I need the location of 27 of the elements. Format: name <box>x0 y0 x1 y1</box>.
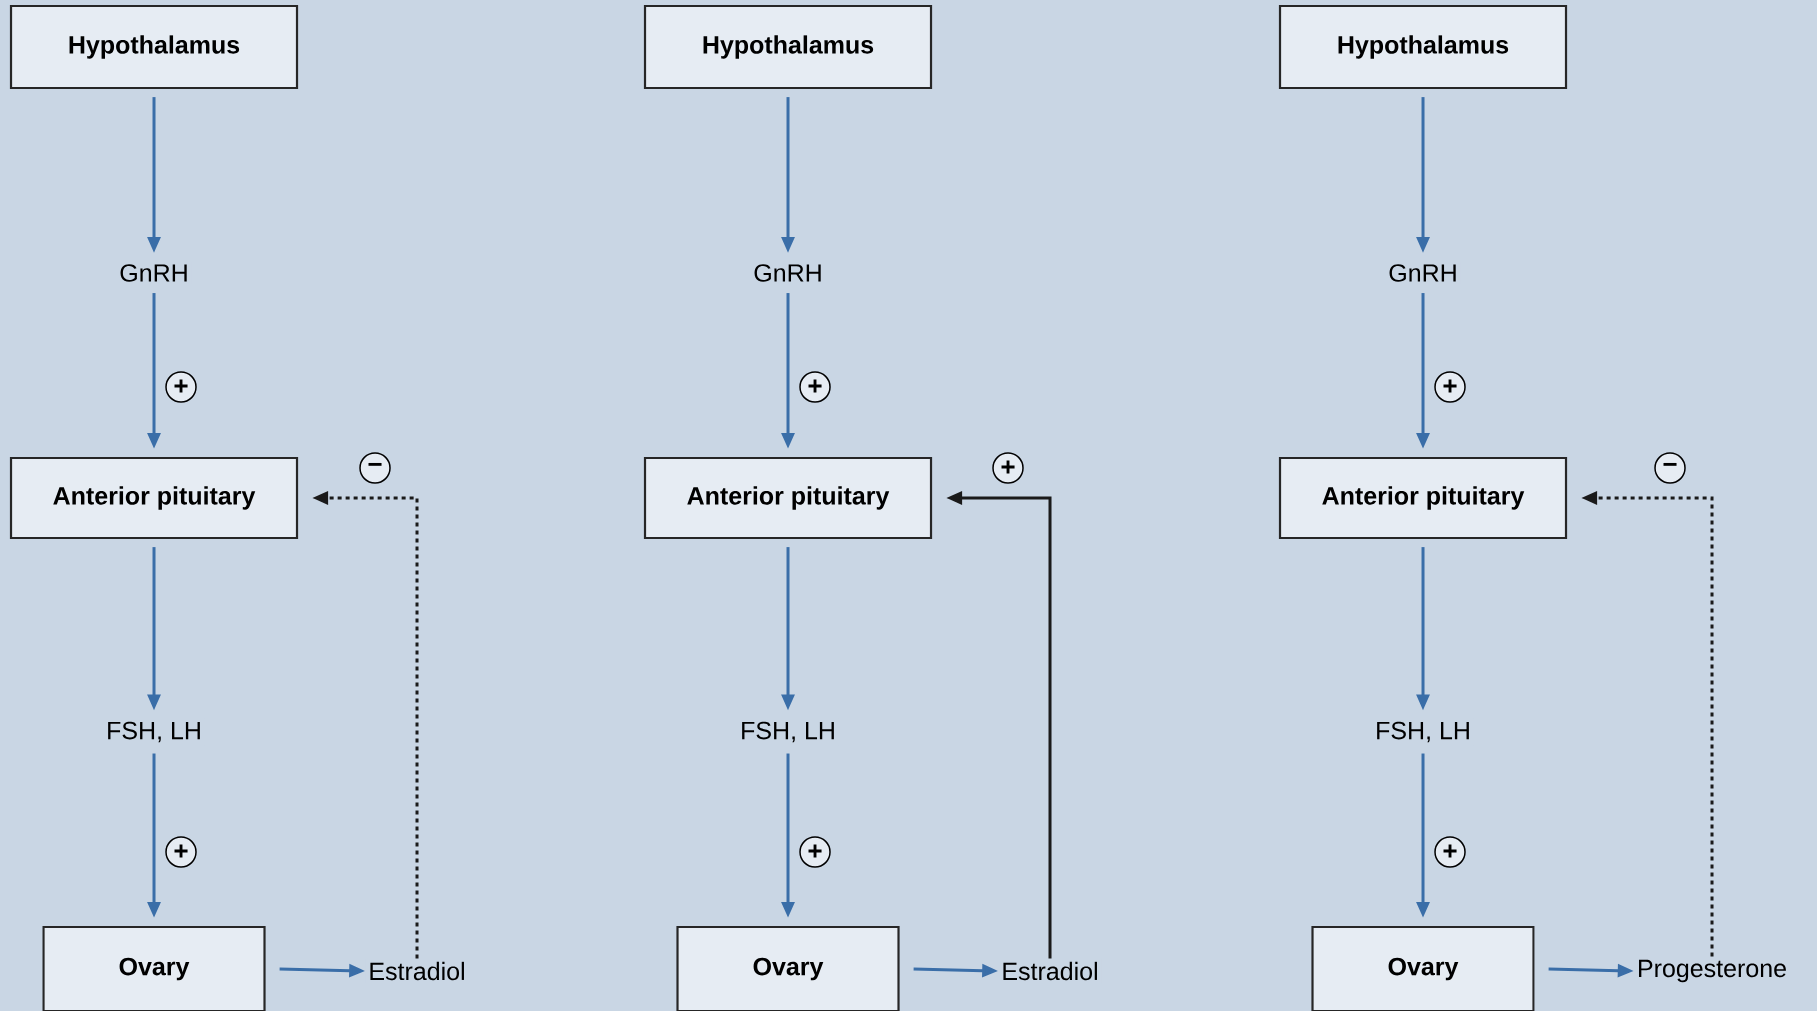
gland-box: Anterior pituitary <box>1278 456 1568 540</box>
gland-box: Anterior pituitary <box>643 456 933 540</box>
edge-label: − <box>359 452 391 484</box>
hormone-label: GnRH <box>750 261 826 285</box>
hormone-label: FSH, LH <box>103 718 205 746</box>
gland-box: Hypothalamus <box>9 4 299 90</box>
edge-label: + <box>1434 371 1466 403</box>
gland-box: Anterior pituitary <box>9 456 299 540</box>
gland-box: Ovary <box>42 925 266 1011</box>
edge-label: − <box>1654 452 1686 484</box>
gland-box: Ovary <box>676 925 900 1011</box>
hormone-label: GnRH <box>116 261 192 285</box>
edge-label: + <box>165 371 197 403</box>
gland-box: Hypothalamus <box>643 4 933 90</box>
edge-label: + <box>165 836 197 868</box>
edge-label: + <box>799 836 831 868</box>
hormone-label: FSH, LH <box>1372 718 1474 746</box>
hormone-label: Estradiol <box>998 958 1102 984</box>
hormone-label: Progesterone <box>1633 956 1791 986</box>
edge-label: + <box>1434 836 1466 868</box>
hormone-label: FSH, LH <box>737 718 839 746</box>
edge-label: + <box>992 452 1024 484</box>
hormone-label: GnRH <box>1385 261 1461 285</box>
hormone-label: Estradiol <box>365 958 469 984</box>
edge-label: + <box>799 371 831 403</box>
gland-box: Hypothalamus <box>1278 4 1568 90</box>
gland-box: Ovary <box>1311 925 1535 1011</box>
